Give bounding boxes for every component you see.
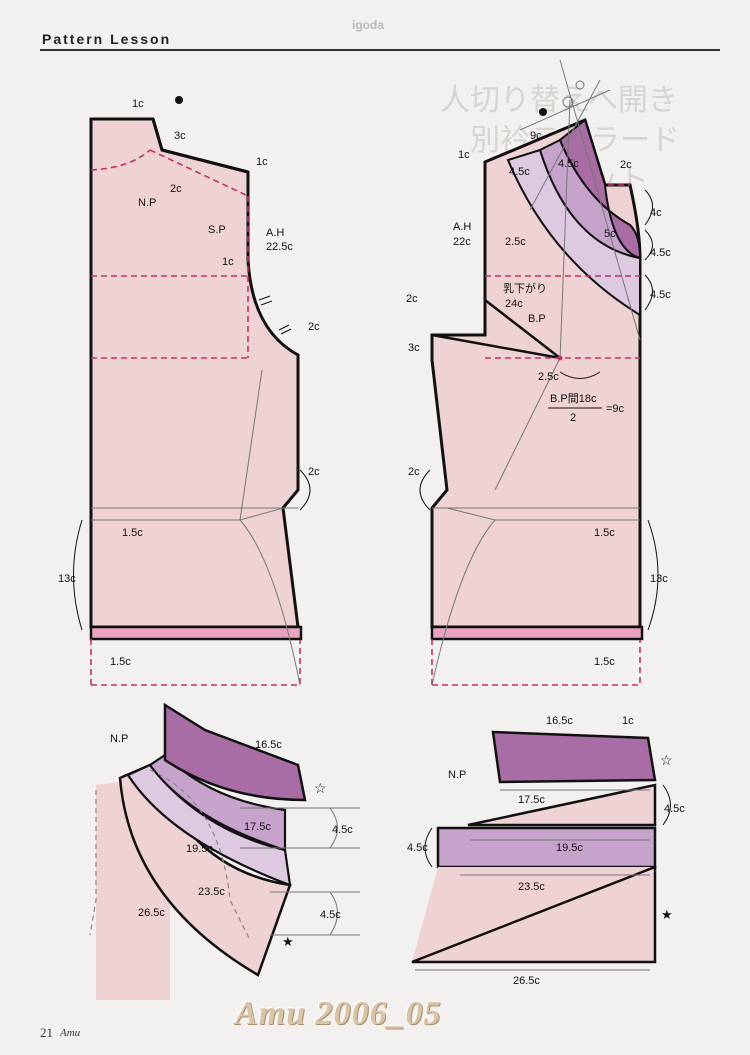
collar-pieces-23-5c: 23.5c [518, 881, 545, 893]
page-header-site: igoda [352, 18, 384, 32]
collar-pieces-17-5c: 17.5c [518, 794, 545, 806]
collar-draft-17-5c: 17.5c [244, 821, 271, 833]
front-bp-formula-top: B.P間18c [550, 392, 597, 405]
collar-draft-gap-4-5c-b: 4.5c [320, 909, 341, 921]
front-panel-dark [558, 118, 642, 260]
back-underarm-2c: 2c [308, 321, 320, 333]
back-neck-3c: 3c [174, 130, 186, 142]
front-length-13c: 13c [650, 573, 668, 585]
back-armhole-1c: 1c [222, 256, 234, 268]
collar-draft-26-5c: 26.5c [138, 907, 165, 919]
collar-draft-guide-lines [240, 807, 360, 936]
collar-pieces-16-5c: 16.5c [546, 715, 573, 727]
front-bp-label: B.P [528, 313, 546, 325]
collar-pieces-hollow-star: ☆ [660, 752, 673, 768]
front-shoulder-1c: 1c [458, 149, 470, 161]
front-guide-lines [431, 59, 641, 686]
front-panel-5c: 5c [604, 228, 616, 240]
back-shoulder-1c: 1c [256, 156, 268, 168]
back-shoulder-line [161, 148, 249, 174]
back-side-2c: 2c [308, 466, 320, 478]
collar-draft-dark-band [163, 702, 307, 802]
front-top-4-5c: 4.5c [558, 158, 579, 170]
back-bodice-body [89, 117, 300, 629]
collar-pieces-1c: 1c [622, 715, 634, 727]
collar-pieces-dimension-lines [415, 784, 671, 971]
back-length-13c: 13c [58, 573, 76, 585]
collar-pieces: 16.5c 1c N.P 17.5c 4.5c 4.5c 19.5c 23.5c… [407, 715, 685, 987]
front-hem-1-5c: 1.5c [594, 656, 615, 668]
back-np-label: N.P [138, 197, 156, 209]
back-neck-line [151, 118, 164, 151]
collar-piece-middle-band [436, 826, 657, 869]
front-panel-2c: 2c [620, 159, 632, 171]
front-right-4c: 4c [650, 207, 662, 219]
front-right-4-5c-b: 4.5c [650, 289, 671, 301]
collar-pieces-gap-4-5c: 4.5c [664, 803, 685, 815]
front-bp-2-5c: 2.5c [538, 371, 559, 383]
collar-piece-large-triangle [411, 865, 657, 964]
back-hem-band [89, 625, 303, 641]
front-waist-1-5c: 1.5c [594, 527, 615, 539]
collar-draft-solid-star: ★ [282, 934, 294, 949]
front-dart-3c: 3c [408, 342, 420, 354]
neck-dot [175, 96, 183, 104]
front-bust-depth-title: 乳下がり [503, 281, 547, 295]
front-dart-2c: 2c [406, 293, 418, 305]
front-hem-band [430, 625, 644, 641]
watermark: Amu 2006_05 [235, 995, 442, 1032]
front-bp-formula-result: =9c [606, 403, 625, 415]
magazine-brand: Amu [60, 1027, 81, 1039]
header-rule [40, 49, 720, 51]
collar-pieces-solid-star: ★ [661, 907, 673, 922]
collar-pieces-left-4-5c: 4.5c [407, 842, 428, 854]
front-bodice: 1c 9c 4.5c 4.5c 2c 4c 5c 4.5c 4.5c A.H 2… [406, 59, 671, 686]
back-ah-title: A.H [266, 227, 284, 239]
front-collar-4-5c: 4.5c [509, 166, 530, 178]
front-panel-2-5c: 2.5c [505, 236, 526, 248]
collar-piece-top [491, 730, 657, 784]
front-bp-formula-bottom: 2 [570, 412, 576, 424]
back-hem-1-5c: 1.5c [110, 656, 131, 668]
collar-draft-19-5c: 19.5c [186, 843, 213, 855]
front-ah-title: A.H [453, 221, 471, 233]
back-dimension-brackets [73, 469, 311, 631]
collar-draft-16-5c: 16.5c [255, 739, 282, 751]
page-header-title: Pattern Lesson [42, 31, 172, 47]
front-right-4-5c-a: 4.5c [650, 247, 671, 259]
front-neck-dot [539, 108, 547, 116]
front-bust-depth-value: 24c [505, 298, 523, 310]
back-neck-2c: 2c [170, 183, 182, 195]
back-waist-1-5c: 1.5c [122, 527, 143, 539]
collar-piece-upper-triangle [467, 783, 657, 827]
collar-draft-hollow-star: ☆ [314, 780, 327, 796]
collar-pieces-np: N.P [448, 769, 466, 781]
back-construction-lines [90, 149, 301, 686]
back-ah-value: 22.5c [266, 241, 293, 253]
front-side-2c: 2c [408, 466, 420, 478]
back-guide-lines [91, 369, 301, 686]
collar-draft-dashed-lines [89, 769, 251, 941]
front-dimension-brackets [419, 189, 659, 631]
back-bodice: 1c 3c 2c N.P 1c S.P A.H 22.5c 1c 2c 2c 1… [58, 96, 320, 686]
collar-pieces-26-5c: 26.5c [513, 975, 540, 987]
front-neck-9c: 9c [530, 130, 542, 142]
front-construction-lines [431, 184, 641, 686]
collar-draft-gap-4-5c-a: 4.5c [332, 824, 353, 836]
back-sp-label: S.P [208, 224, 226, 236]
collar-draft: N.P 16.5c 17.5c 4.5c 19.5c 23.5c 4.5c 26… [89, 702, 360, 1000]
page-number: 21 [40, 1025, 53, 1040]
back-armhole-ticks [258, 295, 292, 335]
collar-pieces-19-5c: 19.5c [556, 842, 583, 854]
collar-draft-23-5c: 23.5c [198, 886, 225, 898]
front-ah-value: 22c [453, 236, 471, 248]
bp-point [557, 355, 563, 361]
collar-draft-np: N.P [110, 733, 128, 745]
back-neck-1c: 1c [132, 98, 144, 110]
